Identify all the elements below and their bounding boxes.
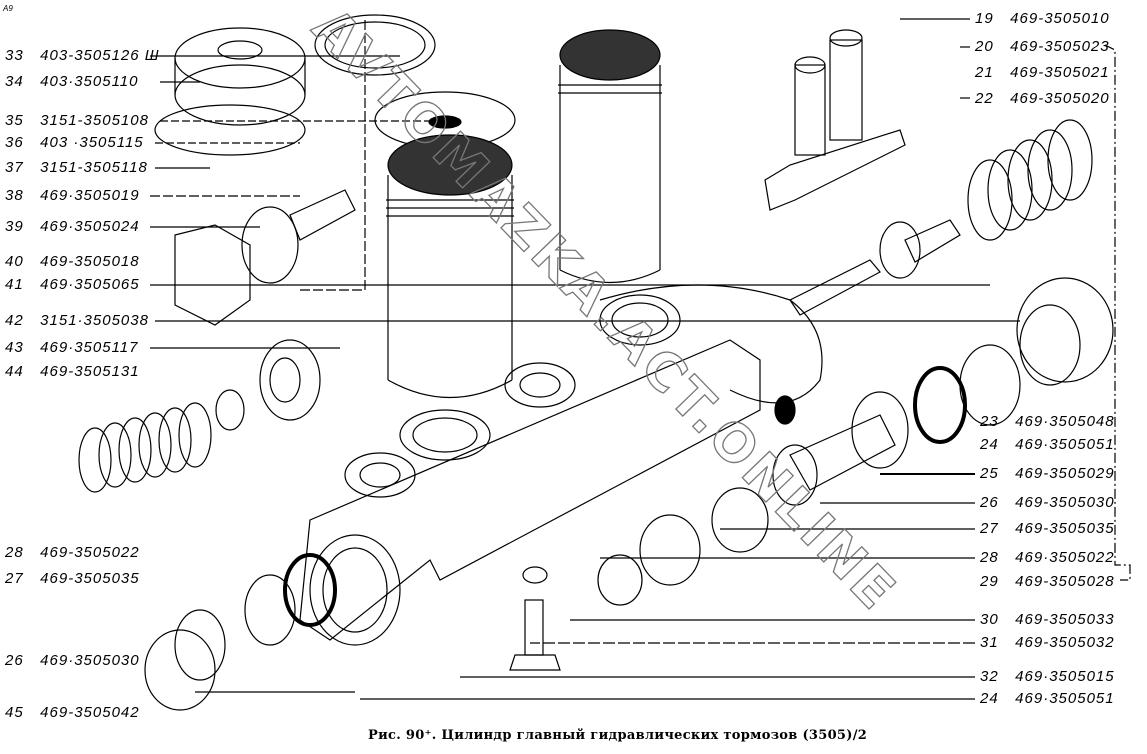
valve-cup (879, 221, 921, 279)
label-37: 37 3151-3505118 (5, 159, 148, 176)
piston-rod (789, 414, 896, 491)
corner-mark: A9 (3, 4, 13, 13)
outlet-port-1 (344, 452, 416, 498)
cup-45 (144, 629, 216, 711)
cup-left (259, 339, 321, 421)
label-36: 36 403 ·3505115 (5, 134, 144, 151)
seal-23 (959, 344, 1021, 426)
o-ring-bottom (283, 553, 337, 627)
label-25: 25 469-3505029 (980, 465, 1115, 482)
label-42: 42 3151·3505038 (5, 312, 149, 329)
piston-head (851, 391, 909, 469)
label-33: 33 403-3505126 Ш (5, 47, 160, 64)
label-20: 20 469-3505023 (975, 38, 1110, 55)
dashed-box-cap (300, 20, 366, 291)
label-31: 31 469-3505032 (980, 634, 1115, 651)
cup-27 (711, 487, 769, 553)
retainer-ring (1016, 277, 1114, 383)
o-ring-24 (913, 366, 967, 444)
spring-left (78, 402, 212, 493)
filler-cap (174, 27, 306, 89)
piston-plate (772, 444, 818, 506)
inlet-port (599, 294, 681, 346)
inlet-port-2 (399, 409, 491, 461)
label-24-bottom: 24 469·3505051 (980, 690, 1115, 707)
valve-stem (789, 259, 881, 316)
label-26-left: 26 469·3505030 (5, 652, 140, 669)
outlet-port-2 (504, 362, 576, 408)
gasket-31 (522, 566, 548, 584)
mounting-flange (599, 284, 823, 404)
reservoir-right (559, 29, 661, 81)
bolt-32 (524, 599, 544, 656)
label-27-left: 27 469-3505035 (5, 570, 140, 587)
label-43: 43 469·3505117 (5, 339, 139, 356)
label-32: 32 469·3505015 (980, 668, 1115, 685)
spring-right (967, 119, 1093, 241)
label-38: 38 469·3505019 (5, 187, 140, 204)
master-cylinder-body (299, 339, 761, 641)
label-44: 44 469-3505131 (5, 363, 140, 380)
label-27: 27 469-3505035 (980, 520, 1115, 537)
label-29: 29 469-3505028 (980, 573, 1115, 590)
mini-cylinder-body (764, 129, 906, 211)
mini-reservoir-1 (794, 64, 826, 156)
label-22: 22 469-3505020 (975, 90, 1110, 107)
label-23: 23 469·3505048 (980, 413, 1115, 430)
label-30: 30 469-3505033 (980, 611, 1115, 628)
cup-28 (639, 514, 701, 586)
body-bore (309, 534, 401, 646)
label-41: 41 469·3505065 (5, 276, 140, 293)
label-40: 40 469-3505018 (5, 253, 140, 270)
piston-bottom (244, 574, 296, 646)
label-28-left: 28 469-3505022 (5, 544, 140, 561)
label-45: 45 469-3505042 (5, 704, 140, 721)
strainer (314, 14, 436, 76)
seal-ring (154, 104, 306, 156)
label-24: 24 469·3505051 (980, 436, 1115, 453)
washer-30 (597, 554, 643, 606)
mini-reservoir-2 (829, 39, 863, 141)
label-26: 26 469-3505030 (980, 494, 1115, 511)
label-34: 34 403·3505110 (5, 73, 139, 90)
label-21: 21 469-3505021 (975, 64, 1110, 81)
pin-38 (289, 189, 356, 241)
reservoir-left (387, 134, 513, 196)
label-19: 19 469-3505010 (975, 10, 1110, 27)
bracket-right (1104, 44, 1131, 581)
washer-left (215, 389, 245, 431)
label-35: 35 3151-3505108 (5, 112, 149, 129)
figure-caption: Рис. 90⁺. Цилиндр главный гидравлических… (368, 728, 868, 743)
label-39: 39 469·3505024 (5, 218, 140, 235)
plate-26 (174, 609, 226, 681)
plug-bolt (174, 224, 251, 326)
gasket-39 (241, 206, 299, 284)
label-28: 28 469·3505022 (980, 549, 1115, 566)
